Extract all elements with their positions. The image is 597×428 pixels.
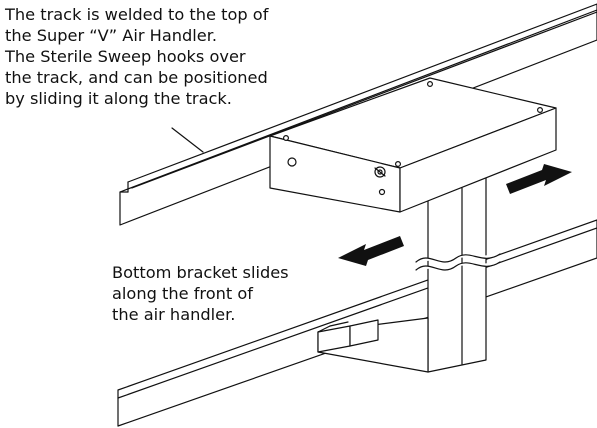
track-callout-line-1: The track is welded to the top of — [5, 5, 269, 24]
track-callout-line-3: The Sterile Sweep hooks over — [5, 47, 246, 66]
arrow-right-icon — [506, 164, 572, 194]
bracket-callout: Bottom bracket slides along the front of… — [112, 262, 289, 325]
track-callout: The track is welded to the top of the Su… — [5, 4, 268, 109]
track-callout-line-2: the Super “V” Air Handler. — [5, 26, 218, 45]
arrow-left-icon — [338, 236, 404, 266]
bracket-callout-line-1: Bottom bracket slides — [112, 263, 289, 282]
track-leader-line — [171, 127, 204, 153]
sterile-sweep-unit — [269, 77, 557, 213]
bracket-callout-line-3: the air handler. — [112, 305, 236, 324]
track-callout-line-4: the track, and can be positioned — [5, 68, 268, 87]
support-column — [415, 175, 501, 373]
bottom-bracket — [317, 317, 429, 373]
bracket-callout-line-2: along the front of — [112, 284, 253, 303]
track-callout-line-5: by sliding it along the track. — [5, 89, 232, 108]
